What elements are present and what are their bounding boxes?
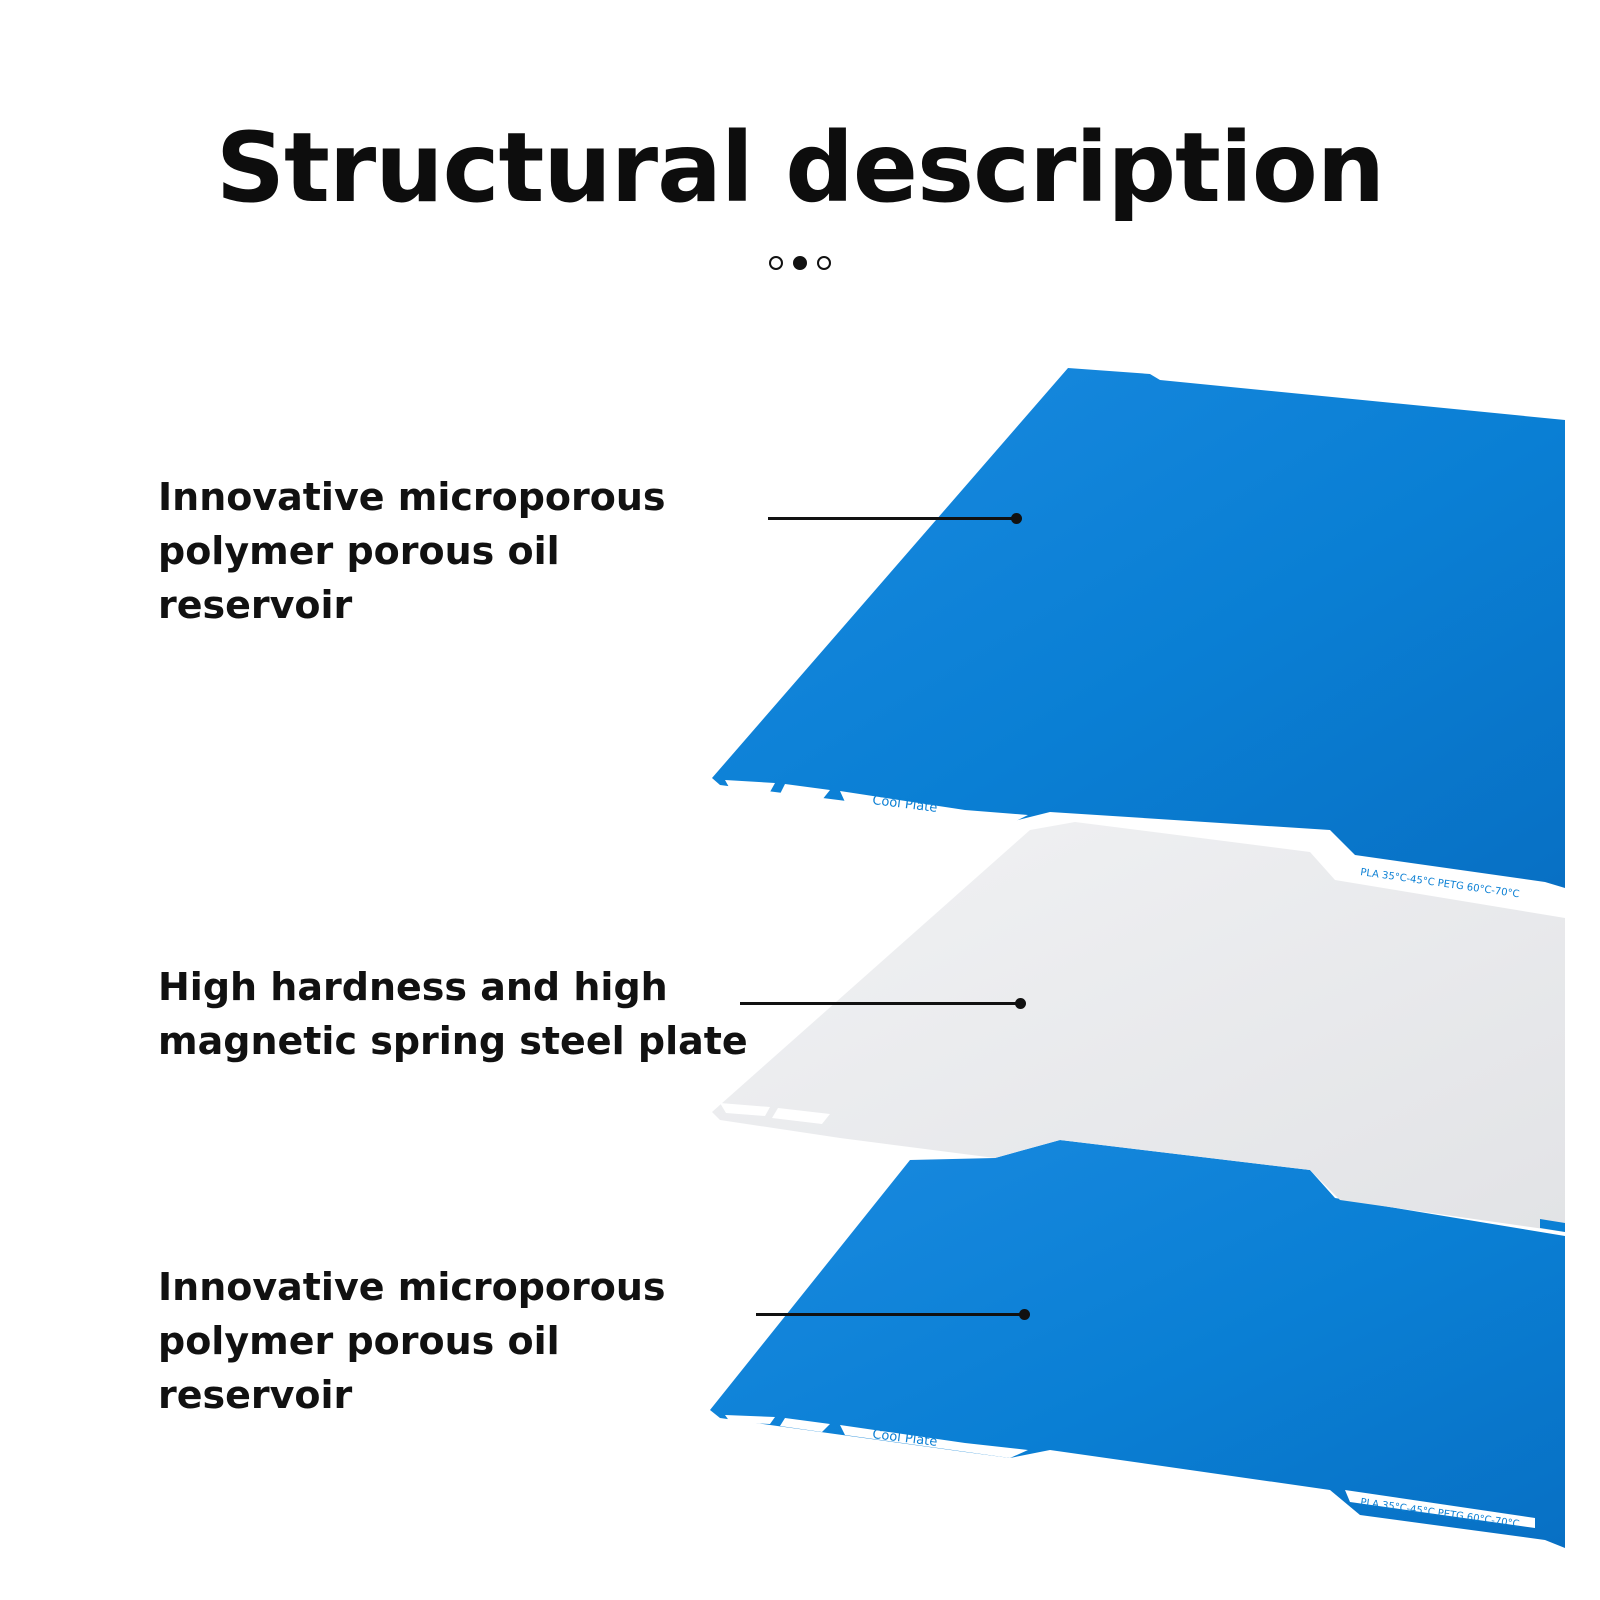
middle-plate-cutout bbox=[720, 1103, 770, 1116]
bottom-plate: Cool Plate PLA 35°C-45°C PETG 60°C-70°C bbox=[710, 1140, 1565, 1548]
carousel-indicator bbox=[0, 256, 1600, 270]
page-title: Structural description bbox=[215, 112, 1385, 224]
label-bottom-line-1: Innovative microporous bbox=[158, 1265, 666, 1309]
leader-line-top bbox=[768, 513, 1022, 524]
indicator-dot-3[interactable] bbox=[817, 256, 831, 270]
middle-plate bbox=[712, 822, 1565, 1232]
indicator-dot-1[interactable] bbox=[769, 256, 783, 270]
top-plate: Cool Plate PLA 35°C-45°C PETG 60°C-70°C bbox=[712, 368, 1565, 900]
label-top-line-1: Innovative microporous bbox=[158, 475, 666, 519]
leader-line-middle bbox=[740, 998, 1026, 1009]
leader-line-bottom bbox=[756, 1309, 1030, 1320]
bottom-plate-sheet bbox=[710, 1140, 1565, 1548]
label-top-line-2: polymer porous oil reservoir bbox=[158, 529, 560, 627]
top-plate-sheet bbox=[712, 368, 1565, 888]
label-middle-line-2: magnetic spring steel plate bbox=[158, 1019, 748, 1063]
label-middle-layer: High hardness and high magnetic spring s… bbox=[158, 960, 758, 1068]
indicator-dot-2-active[interactable] bbox=[793, 256, 807, 270]
middle-plate-edge-hint bbox=[1540, 1219, 1565, 1232]
middle-plate-sheet bbox=[712, 822, 1565, 1232]
label-bottom-line-2: polymer porous oil reservoir bbox=[158, 1319, 560, 1417]
label-middle-line-1: High hardness and high bbox=[158, 965, 668, 1009]
label-top-layer: Innovative microporous polymer porous oi… bbox=[158, 470, 758, 632]
label-bottom-layer: Innovative microporous polymer porous oi… bbox=[158, 1260, 758, 1422]
middle-plate-cutout bbox=[772, 1108, 830, 1124]
